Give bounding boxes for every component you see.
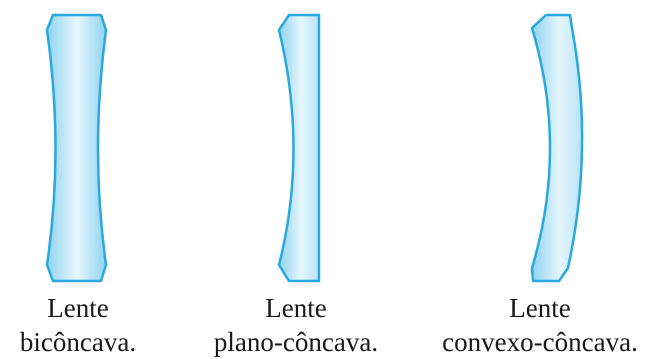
caption-biconcave-line1: Lente: [47, 293, 109, 323]
plano-concave-lens-shape: [277, 13, 321, 283]
convex-concave-lens-shape: [530, 13, 584, 283]
biconcave-lens-shape: [45, 13, 108, 283]
caption-convex-concave: Lente convexo-côncava.: [430, 291, 650, 359]
caption-biconcave: Lente bicôncava.: [0, 291, 188, 359]
caption-plano-concave-line2: plano-côncava.: [213, 327, 379, 357]
caption-biconcave-line2: bicôncava.: [19, 327, 137, 357]
caption-convex-concave-line1: Lente: [509, 293, 571, 323]
caption-convex-concave-line2: convexo-côncava.: [442, 327, 638, 357]
caption-plano-concave: Lente plano-côncava.: [186, 291, 406, 359]
caption-plano-concave-line1: Lente: [265, 293, 327, 323]
